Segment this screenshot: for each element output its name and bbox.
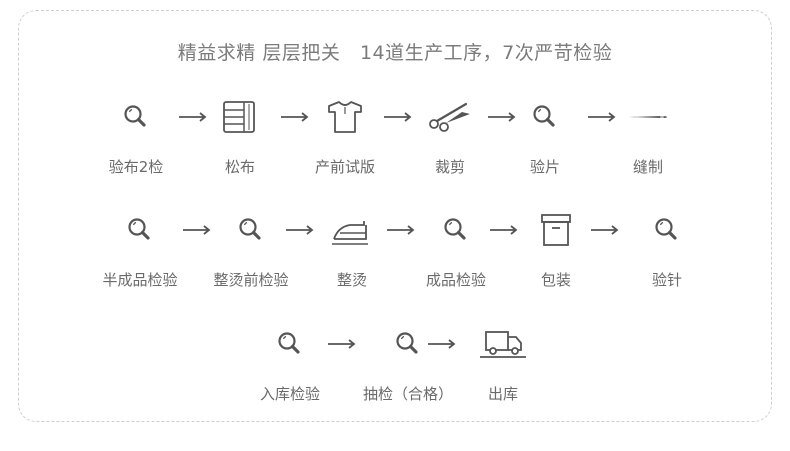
step-verify-fabric: 验布2检 bbox=[76, 100, 196, 177]
step-label: 入库检验 bbox=[259, 385, 320, 403]
step-spot-check: 抽检（合格） bbox=[348, 327, 468, 404]
step-label: 抽检（合格） bbox=[362, 385, 453, 403]
step-pre-production-sample: 产前试版 bbox=[285, 100, 405, 177]
arrow-icon bbox=[591, 225, 619, 235]
arrow-icon bbox=[179, 112, 207, 122]
arrow-icon bbox=[490, 225, 518, 235]
step-label: 验针 bbox=[651, 271, 682, 289]
arrow-icon bbox=[281, 112, 309, 122]
step-label: 验布2检 bbox=[108, 158, 164, 176]
magnifier-icon bbox=[533, 105, 555, 127]
step-label: 产前试版 bbox=[314, 158, 375, 176]
step-label: 整烫前检验 bbox=[213, 271, 289, 289]
magnifier-icon bbox=[655, 218, 677, 240]
step-label: 松布 bbox=[224, 158, 255, 176]
arrow-icon bbox=[328, 339, 356, 349]
step-label: 包装 bbox=[540, 271, 571, 289]
step-finished-inspection: 成品检验 bbox=[396, 213, 516, 290]
step-needle-detection: 验针 bbox=[607, 213, 727, 290]
step-label: 成品检验 bbox=[425, 271, 486, 289]
arrow-icon bbox=[183, 225, 211, 235]
arrow-icon bbox=[387, 225, 415, 235]
step-label: 缝制 bbox=[632, 158, 663, 176]
tshirt-icon bbox=[328, 101, 362, 133]
step-semi-finished-inspection: 半成品检验 bbox=[80, 213, 200, 290]
step-label: 验片 bbox=[529, 158, 560, 176]
step-verify-pieces: 验片 bbox=[485, 100, 605, 177]
scissors-icon bbox=[429, 102, 470, 132]
magnifier-icon bbox=[239, 218, 261, 240]
step-ironing: 整烫 bbox=[292, 213, 412, 290]
step-sewing: 缝制 bbox=[588, 100, 708, 177]
step-packaging: 包装 bbox=[496, 213, 616, 290]
iron-icon bbox=[332, 221, 368, 245]
fabric-roll-icon bbox=[223, 101, 255, 133]
step-label: 裁剪 bbox=[434, 158, 465, 176]
step-label: 出库 bbox=[487, 385, 518, 403]
step-pre-ironing-inspection: 整烫前检验 bbox=[191, 213, 311, 290]
truck-icon bbox=[480, 331, 526, 358]
step-label: 整烫 bbox=[336, 271, 367, 289]
step-cutting: 裁剪 bbox=[390, 100, 510, 177]
box-icon bbox=[541, 214, 571, 246]
dashed-frame bbox=[18, 10, 772, 422]
magnifier-icon bbox=[444, 218, 466, 240]
step-relax-fabric: 松布 bbox=[180, 100, 300, 177]
magnifier-icon bbox=[396, 332, 418, 354]
needle-icon bbox=[629, 116, 667, 118]
magnifier-icon bbox=[124, 105, 146, 127]
arrow-icon bbox=[428, 339, 456, 349]
arrow-icon bbox=[488, 112, 516, 122]
arrow-icon bbox=[384, 112, 412, 122]
magnifier-icon bbox=[278, 332, 300, 354]
arrow-icon bbox=[588, 112, 616, 122]
arrow-icon bbox=[286, 225, 314, 235]
step-shipping: 出库 bbox=[443, 327, 563, 404]
step-warehouse-inspection: 入库检验 bbox=[230, 327, 350, 404]
magnifier-icon bbox=[128, 218, 150, 240]
step-label: 半成品检验 bbox=[102, 271, 178, 289]
page-title: 精益求精 层层把关 14道生产工序，7次严苛检验 bbox=[177, 42, 613, 64]
